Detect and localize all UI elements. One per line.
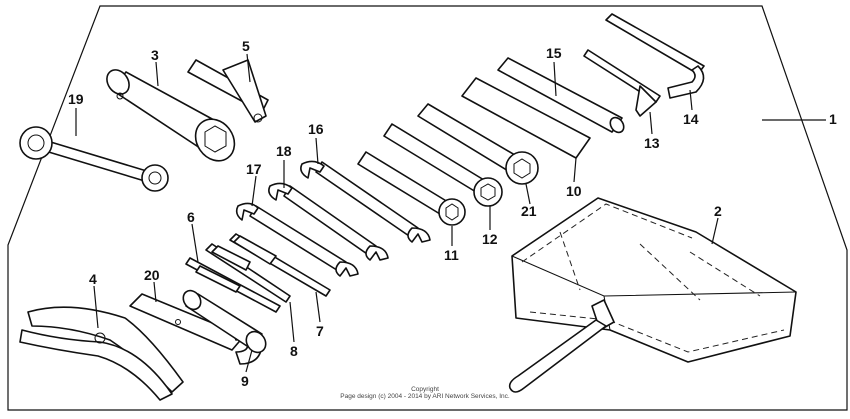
part-15-round-rod xyxy=(497,57,625,134)
label-part-14: 14 xyxy=(683,111,699,127)
label-part-2: 2 xyxy=(714,203,722,219)
label-part-16: 16 xyxy=(308,121,324,137)
copyright-line-2: Page design (c) 2004 - 2014 by ARI Netwo… xyxy=(340,393,510,400)
label-part-5: 5 xyxy=(242,38,250,54)
part-8-screwdriver xyxy=(205,243,291,303)
label-part-7: 7 xyxy=(316,323,324,339)
label-part-4: 4 xyxy=(89,271,97,287)
part-13-hex-key xyxy=(583,49,661,117)
part-3-socket-wrench xyxy=(106,69,236,162)
label-part-10: 10 xyxy=(566,183,582,199)
label-part-21: 21 xyxy=(521,203,537,219)
part-6-screwdriver-grip xyxy=(185,257,281,313)
part-2-tool-bag xyxy=(508,197,797,393)
part-16-open-end-wrench xyxy=(300,160,431,243)
part-19-box-wrench xyxy=(19,126,169,192)
part-4-pliers xyxy=(19,306,184,401)
label-part-19: 19 xyxy=(68,91,84,107)
copyright-line-1: Copyright xyxy=(411,386,439,393)
part-14-hex-key xyxy=(605,13,705,99)
label-part-8: 8 xyxy=(290,343,298,359)
part-11-box-wrench xyxy=(357,151,466,226)
part-5-pin-spanner xyxy=(187,59,269,123)
label-part-18: 18 xyxy=(276,143,292,159)
part-10-flat-bar xyxy=(461,77,591,159)
label-part-9: 9 xyxy=(241,373,249,389)
part-18-open-end-wrench xyxy=(268,182,389,261)
label-part-20: 20 xyxy=(144,267,160,283)
part-9-plug-socket xyxy=(182,289,267,354)
label-part-11: 11 xyxy=(444,247,459,263)
label-part-12: 12 xyxy=(482,231,498,247)
label-part-17: 17 xyxy=(246,161,262,177)
part-number-labels: 1 2 3 4 5 6 7 8 9 10 11 12 13 14 15 16 1… xyxy=(68,38,837,389)
part-12-box-wrench xyxy=(383,123,503,207)
part-7-screwdriver xyxy=(229,233,331,297)
label-part-1: 1 xyxy=(829,111,837,127)
diagram-frame xyxy=(7,5,848,411)
label-part-13: 13 xyxy=(644,135,660,151)
label-part-15: 15 xyxy=(546,45,562,61)
label-part-3: 3 xyxy=(151,47,159,63)
label-part-6: 6 xyxy=(187,209,195,225)
part-17-open-end-wrench xyxy=(235,202,359,277)
part-21-box-wrench xyxy=(417,103,539,185)
leader-lines xyxy=(75,53,826,373)
